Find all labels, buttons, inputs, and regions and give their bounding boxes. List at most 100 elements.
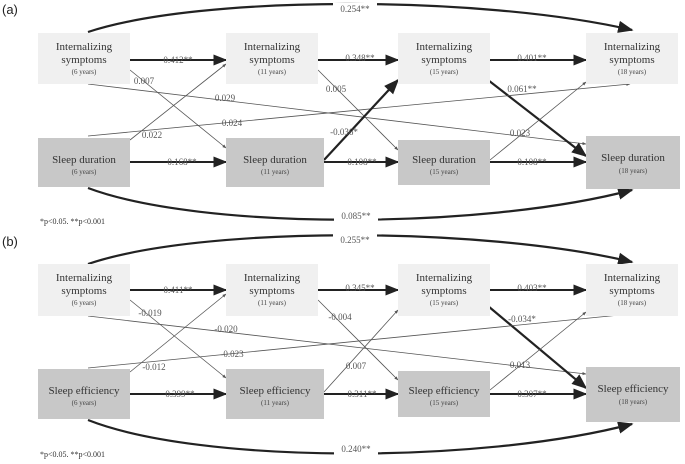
- svg-text:Sleep efficiency: Sleep efficiency: [240, 385, 311, 397]
- coef-a-int11-sl15: 0.005: [326, 84, 347, 94]
- panel-b: (b) Internalizing symptoms (6 years): [2, 234, 680, 459]
- coef-b-sl11-int15: 0.007: [346, 361, 367, 371]
- panel-a-label: (a): [2, 2, 18, 17]
- svg-text:(6 years): (6 years): [72, 399, 97, 407]
- path-sl15-int18: [489, 81, 587, 161]
- svg-text:(6 years): (6 years): [72, 68, 97, 76]
- coef-a-sl15-int18: 0.023: [510, 128, 531, 138]
- path-sl11-int15: [323, 78, 400, 161]
- svg-text:symptoms: symptoms: [249, 54, 294, 66]
- coef-b-sl15-int18: 0.013: [510, 360, 531, 370]
- svg-text:Internalizing: Internalizing: [604, 272, 661, 284]
- svg-text:(15 years): (15 years): [430, 299, 459, 307]
- svg-text:symptoms: symptoms: [61, 285, 106, 297]
- panel-a-box-int11: Internalizing symptoms (11 years): [226, 33, 318, 84]
- coef-b-int6-sl18: -0.020: [214, 324, 238, 334]
- panel-a-box-sl11: Sleep duration (11 years): [226, 138, 324, 187]
- coef-a-int-6-18: 0.254**: [340, 4, 370, 14]
- svg-text:(15 years): (15 years): [430, 399, 459, 407]
- path-b-sl6-int18: [87, 312, 631, 369]
- panel-b-coefficients: 0.255** 0.411** 0.345** 0.403** -0.019 -…: [138, 234, 547, 455]
- svg-text:(18 years): (18 years): [618, 299, 647, 307]
- panel-a-box-sl18: Sleep duration (18 years): [586, 136, 680, 189]
- svg-text:symptoms: symptoms: [421, 54, 466, 66]
- panel-a-box-int15: Internalizing symptoms (15 years): [398, 33, 490, 84]
- panel-b-label: (b): [2, 234, 18, 249]
- panel-a-significance-note: *p<0.05. **p<0.001: [40, 217, 105, 226]
- path-sl6-int18: [87, 82, 631, 137]
- svg-text:symptoms: symptoms: [609, 285, 654, 297]
- path-int6-sl18: [87, 83, 587, 146]
- coef-a-int-15-18: 0.401**: [517, 53, 547, 63]
- panel-b-paths: [87, 234, 634, 455]
- svg-text:Internalizing: Internalizing: [56, 41, 113, 53]
- svg-text:Sleep efficiency: Sleep efficiency: [49, 385, 120, 397]
- svg-text:Sleep duration: Sleep duration: [243, 154, 307, 166]
- svg-text:(11 years): (11 years): [258, 299, 287, 307]
- svg-text:symptoms: symptoms: [61, 54, 106, 66]
- path-b-int6-sl18: [87, 315, 587, 376]
- svg-text:Internalizing: Internalizing: [244, 272, 301, 284]
- svg-text:(11 years): (11 years): [258, 68, 287, 76]
- coef-b-int-11-15: 0.345**: [345, 283, 375, 293]
- path-b-int11-sl15: [317, 299, 399, 381]
- coef-a-int6-sl18: 0.029: [215, 93, 236, 103]
- panel-b-box-int15: Internalizing symptoms (15 years): [398, 264, 490, 316]
- svg-text:Internalizing: Internalizing: [604, 41, 661, 53]
- svg-text:(18 years): (18 years): [619, 167, 648, 175]
- coef-a-int6-sl11: 0.007: [134, 76, 155, 86]
- coef-b-sl-11-15: 0.311**: [348, 389, 377, 399]
- path-b-sl15-int18: [489, 311, 587, 391]
- panel-b-box-sl15: Sleep efficiency (15 years): [398, 371, 490, 417]
- svg-text:Sleep duration: Sleep duration: [52, 154, 116, 166]
- path-b-int15-sl18: [487, 305, 588, 389]
- svg-text:Sleep efficiency: Sleep efficiency: [409, 385, 480, 397]
- svg-text:(6 years): (6 years): [72, 168, 97, 176]
- path-sl6-int11: [129, 63, 227, 141]
- svg-text:(18 years): (18 years): [619, 398, 648, 406]
- panel-a-box-int18: Internalizing symptoms (18 years): [586, 33, 678, 84]
- coef-a-sl-6-18: 0.085**: [341, 211, 371, 221]
- panel-a-box-sl15: Sleep duration (15 years): [398, 140, 490, 185]
- svg-text:Sleep duration: Sleep duration: [412, 154, 476, 166]
- coef-b-int-6-18: 0.255**: [340, 235, 370, 245]
- path-b-sl11-int15: [323, 309, 399, 393]
- coef-b-sl-6-18: 0.240**: [341, 444, 371, 454]
- panel-b-box-sl11: Sleep efficiency (11 years): [226, 369, 324, 419]
- panel-b-box-int6: Internalizing symptoms (6 years): [38, 264, 130, 316]
- panel-b-significance-note: *p<0.05. **p<0.001: [40, 450, 105, 459]
- svg-text:(15 years): (15 years): [430, 68, 459, 76]
- svg-text:Sleep efficiency: Sleep efficiency: [598, 383, 669, 395]
- coef-a-sl-6-11: 0.168**: [167, 157, 197, 167]
- svg-text:symptoms: symptoms: [421, 285, 466, 297]
- svg-text:Internalizing: Internalizing: [416, 272, 473, 284]
- coef-a-int-6-11: 0.412**: [163, 55, 193, 65]
- coef-b-int-15-18: 0.403**: [517, 283, 547, 293]
- coef-a-sl-15-18: 0.108**: [517, 157, 547, 167]
- svg-text:(6 years): (6 years): [72, 299, 97, 307]
- panel-a: (a) Internalizing symptoms (6 yea: [2, 2, 680, 226]
- svg-text:(18 years): (18 years): [618, 68, 647, 76]
- panel-b-box-sl18: Sleep efficiency (18 years): [586, 367, 680, 422]
- svg-text:(11 years): (11 years): [261, 399, 290, 407]
- svg-text:(15 years): (15 years): [430, 168, 459, 176]
- svg-text:Internalizing: Internalizing: [416, 41, 473, 53]
- svg-text:(11 years): (11 years): [261, 168, 290, 176]
- coef-b-sl-15-18: 0.307**: [517, 389, 547, 399]
- path-int15-sl18: [487, 79, 588, 157]
- coef-b-int-6-11: 0.411**: [164, 285, 193, 295]
- coef-a-int15-sl18: 0.061**: [507, 84, 537, 94]
- panel-b-box-sl6: Sleep efficiency (6 years): [38, 369, 130, 419]
- panel-a-coefficients: 0.254** 0.412** 0.348** 0.401** 0.007 0.…: [134, 3, 547, 222]
- svg-text:symptoms: symptoms: [249, 285, 294, 297]
- svg-text:symptoms: symptoms: [609, 54, 654, 66]
- panel-b-box-int18: Internalizing symptoms (18 years): [586, 264, 678, 316]
- panel-b-box-int11: Internalizing symptoms (11 years): [226, 264, 318, 316]
- coef-b-int6-sl11: -0.019: [138, 308, 162, 318]
- coef-b-int15-sl18: -0.034*: [508, 314, 536, 324]
- svg-text:Sleep duration: Sleep duration: [601, 152, 665, 164]
- coef-a-sl-11-15: 0.108**: [347, 157, 377, 167]
- path-b-int6-sl11: [129, 299, 227, 379]
- panel-a-box-int6: Internalizing symptoms (6 years): [38, 33, 130, 84]
